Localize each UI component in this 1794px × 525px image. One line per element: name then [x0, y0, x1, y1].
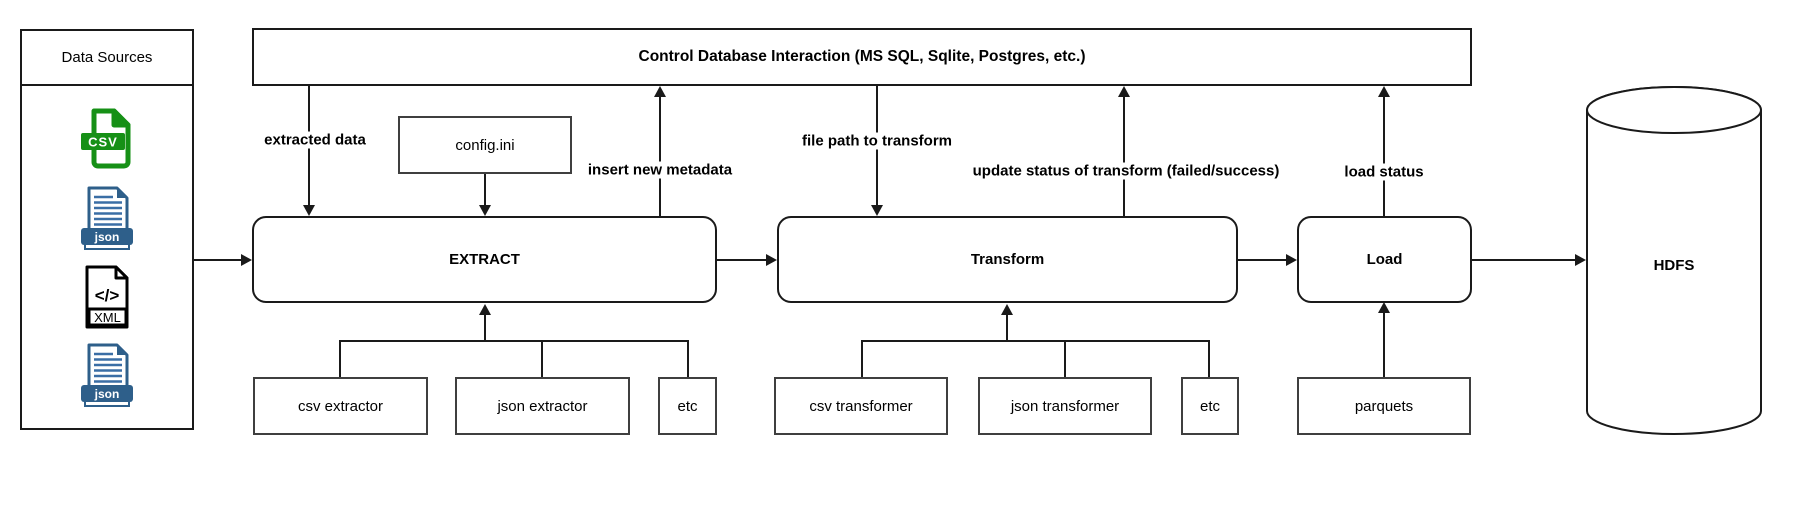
edge-extract-transform [717, 259, 768, 261]
json-extractor-box: json extractor [455, 377, 630, 435]
json-icon-label: json [94, 230, 120, 244]
edge-transformers-transform [1006, 314, 1008, 341]
csv-transformer-box: csv transformer [774, 377, 948, 435]
etc-extractor-box: etc [658, 377, 717, 435]
arrowhead-load-status [1378, 86, 1390, 97]
hdfs-label: HDFS [1653, 256, 1695, 274]
edge-label-file-path: file path to transform [797, 132, 957, 150]
edge-load-status [1383, 96, 1385, 216]
connector-csv-extractor [339, 340, 341, 377]
edge-datasources-extract [194, 259, 243, 261]
xml-icon-label: XML [94, 310, 121, 325]
edge-label-load-status: load status [1340, 163, 1428, 181]
arrowhead-parquets-load [1378, 302, 1390, 313]
arrowhead-datasources-extract [241, 254, 252, 266]
edge-label-extracted-data: extracted data [260, 131, 370, 149]
control-db-bar: Control Database Interaction (MS SQL, Sq… [252, 28, 1472, 86]
xml-file-icon: </> XML [85, 265, 129, 329]
arrowhead-insert-metadata [654, 86, 666, 97]
edge-transform-load [1238, 259, 1288, 261]
json-transformer-box: json transformer [978, 377, 1152, 435]
edge-label-insert-metadata: insert new metadata [583, 161, 737, 179]
connector-csv-transformer [861, 340, 863, 377]
json-file-icon: json [81, 186, 133, 251]
json-file-icon: json [81, 343, 133, 408]
arrowhead-extract-transform [766, 254, 777, 266]
json-icon-label: json [94, 387, 120, 401]
csv-extractor-box: csv extractor [253, 377, 428, 435]
extract-node: EXTRACT [252, 216, 717, 303]
connector-transformers [861, 340, 1210, 342]
arrowhead-update-status [1118, 86, 1130, 97]
edge-label-update-status: update status of transform (failed/succe… [968, 162, 1284, 180]
hdfs-cylinder [1586, 86, 1762, 435]
config-ini-box: config.ini [398, 116, 572, 174]
connector-extractors [339, 340, 689, 342]
connector-json-extractor [541, 340, 543, 377]
connector-etc-transformer [1208, 340, 1210, 377]
edge-config-extract [484, 174, 486, 206]
connector-etc-extractor [687, 340, 689, 377]
connector-json-transformer [1064, 340, 1066, 377]
arrowhead-config-extract [479, 205, 491, 216]
data-sources-panel: Data Sources CSV [20, 29, 194, 430]
load-node: Load [1297, 216, 1472, 303]
csv-icon-label: CSV [88, 134, 118, 149]
data-sources-icon-list: CSV json [22, 86, 192, 428]
edge-load-hdfs [1472, 259, 1577, 261]
csv-file-icon: CSV [81, 108, 131, 169]
parquets-box: parquets [1297, 377, 1471, 435]
edge-extractors-extract [484, 314, 486, 341]
arrowhead-transform-load [1286, 254, 1297, 266]
transform-node: Transform [777, 216, 1238, 303]
edge-parquets-load [1383, 312, 1385, 377]
arrowhead-file-path [871, 205, 883, 216]
data-sources-title: Data Sources [22, 31, 192, 86]
edge-insert-metadata [659, 96, 661, 216]
arrowhead-extracted-data [303, 205, 315, 216]
xml-icon-code-glyph: </> [95, 286, 120, 305]
arrowhead-extractors-extract [479, 304, 491, 315]
edge-update-status [1123, 96, 1125, 216]
etc-transformer-box: etc [1181, 377, 1239, 435]
arrowhead-load-hdfs [1575, 254, 1586, 266]
arrowhead-transformers-transform [1001, 304, 1013, 315]
